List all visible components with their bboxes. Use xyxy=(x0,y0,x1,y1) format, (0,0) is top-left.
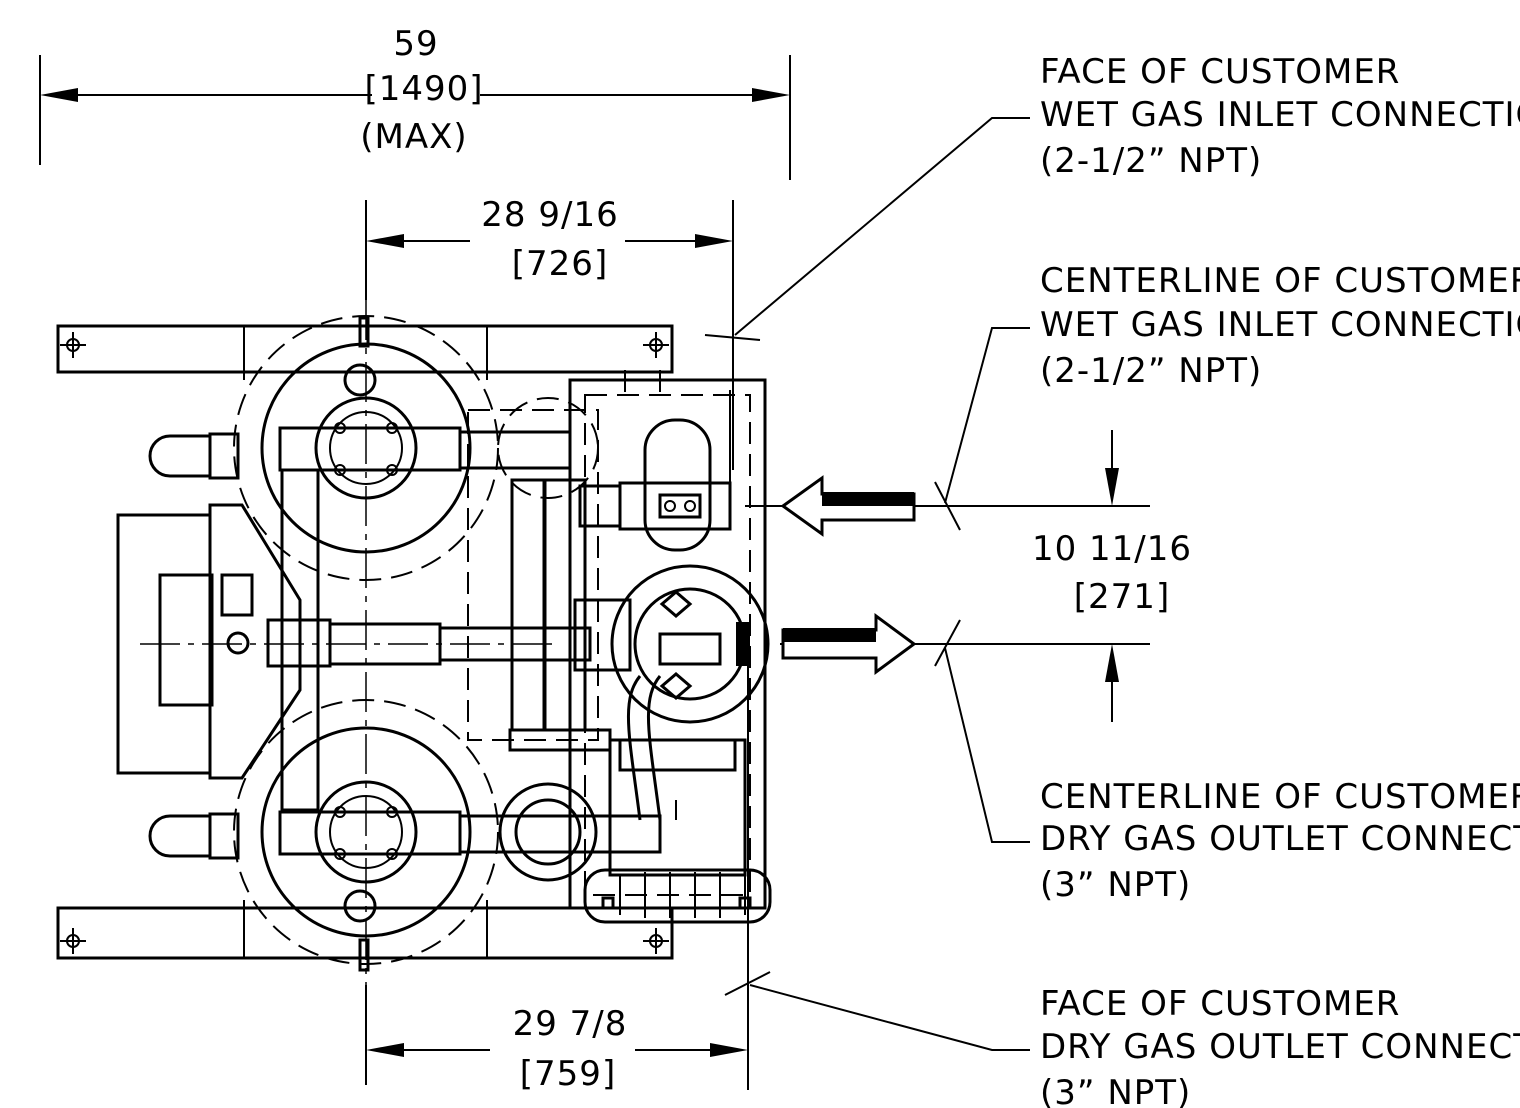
overall-dim-value: 59 xyxy=(393,24,438,64)
bottom-inner-dimension: 29 7/8 [759] xyxy=(365,700,749,1094)
callout-wet-centerline: CENTERLINE OF CUSTOMER WET GAS INLET CON… xyxy=(1040,261,1520,391)
dry-cl-line3: (3” NPT) xyxy=(1040,865,1191,905)
wet-face-line2: WET GAS INLET CONNECTION xyxy=(1040,95,1520,135)
top-dim-metric: [726] xyxy=(512,244,608,284)
wet-face-line1: FACE OF CUSTOMER xyxy=(1040,52,1400,92)
dry-face-line3: (3” NPT) xyxy=(1040,1073,1191,1108)
dry-cl-line1: CENTERLINE OF CUSTOMER xyxy=(1040,777,1520,817)
outlet-flow-arrow xyxy=(781,613,917,675)
skid-equipment xyxy=(56,300,772,990)
overall-dimension: 59 [1490] (MAX) xyxy=(39,24,791,180)
vertical-dim-metric: [271] xyxy=(1074,577,1170,617)
callout-dry-face: FACE OF CUSTOMER DRY GAS OUTLET CONNECTI… xyxy=(1040,984,1520,1108)
dry-face-line1: FACE OF CUSTOMER xyxy=(1040,984,1400,1024)
wet-face-line3: (2-1/2” NPT) xyxy=(1040,141,1262,181)
dry-face-line2: DRY GAS OUTLET CONNECTION xyxy=(1040,1027,1520,1067)
top-inner-dimension: 28 9/16 [726] xyxy=(365,195,734,470)
callout-wet-face: FACE OF CUSTOMER WET GAS INLET CONNECTIO… xyxy=(1040,52,1520,181)
inlet-flow-arrow xyxy=(780,475,916,537)
dry-cl-line2: DRY GAS OUTLET CONNECTION xyxy=(1040,819,1520,859)
callout-dry-centerline: CENTERLINE OF CUSTOMER DRY GAS OUTLET CO… xyxy=(1040,777,1520,905)
vertical-dim-value: 10 11/16 xyxy=(1032,529,1192,569)
vertical-dimension: 10 11/16 [271] xyxy=(745,430,1192,722)
top-dim-value: 28 9/16 xyxy=(481,195,618,235)
bottom-dim-metric: [759] xyxy=(520,1054,616,1094)
overall-dim-metric: [1490] xyxy=(364,69,483,109)
bottom-dim-value: 29 7/8 xyxy=(513,1004,628,1044)
wet-cl-line2: WET GAS INLET CONNECTION xyxy=(1040,305,1520,345)
overall-dim-note: (MAX) xyxy=(360,117,467,157)
wet-cl-line3: (2-1/2” NPT) xyxy=(1040,351,1262,391)
callout-leaders xyxy=(704,117,1030,1051)
wet-cl-line1: CENTERLINE OF CUSTOMER xyxy=(1040,261,1520,301)
